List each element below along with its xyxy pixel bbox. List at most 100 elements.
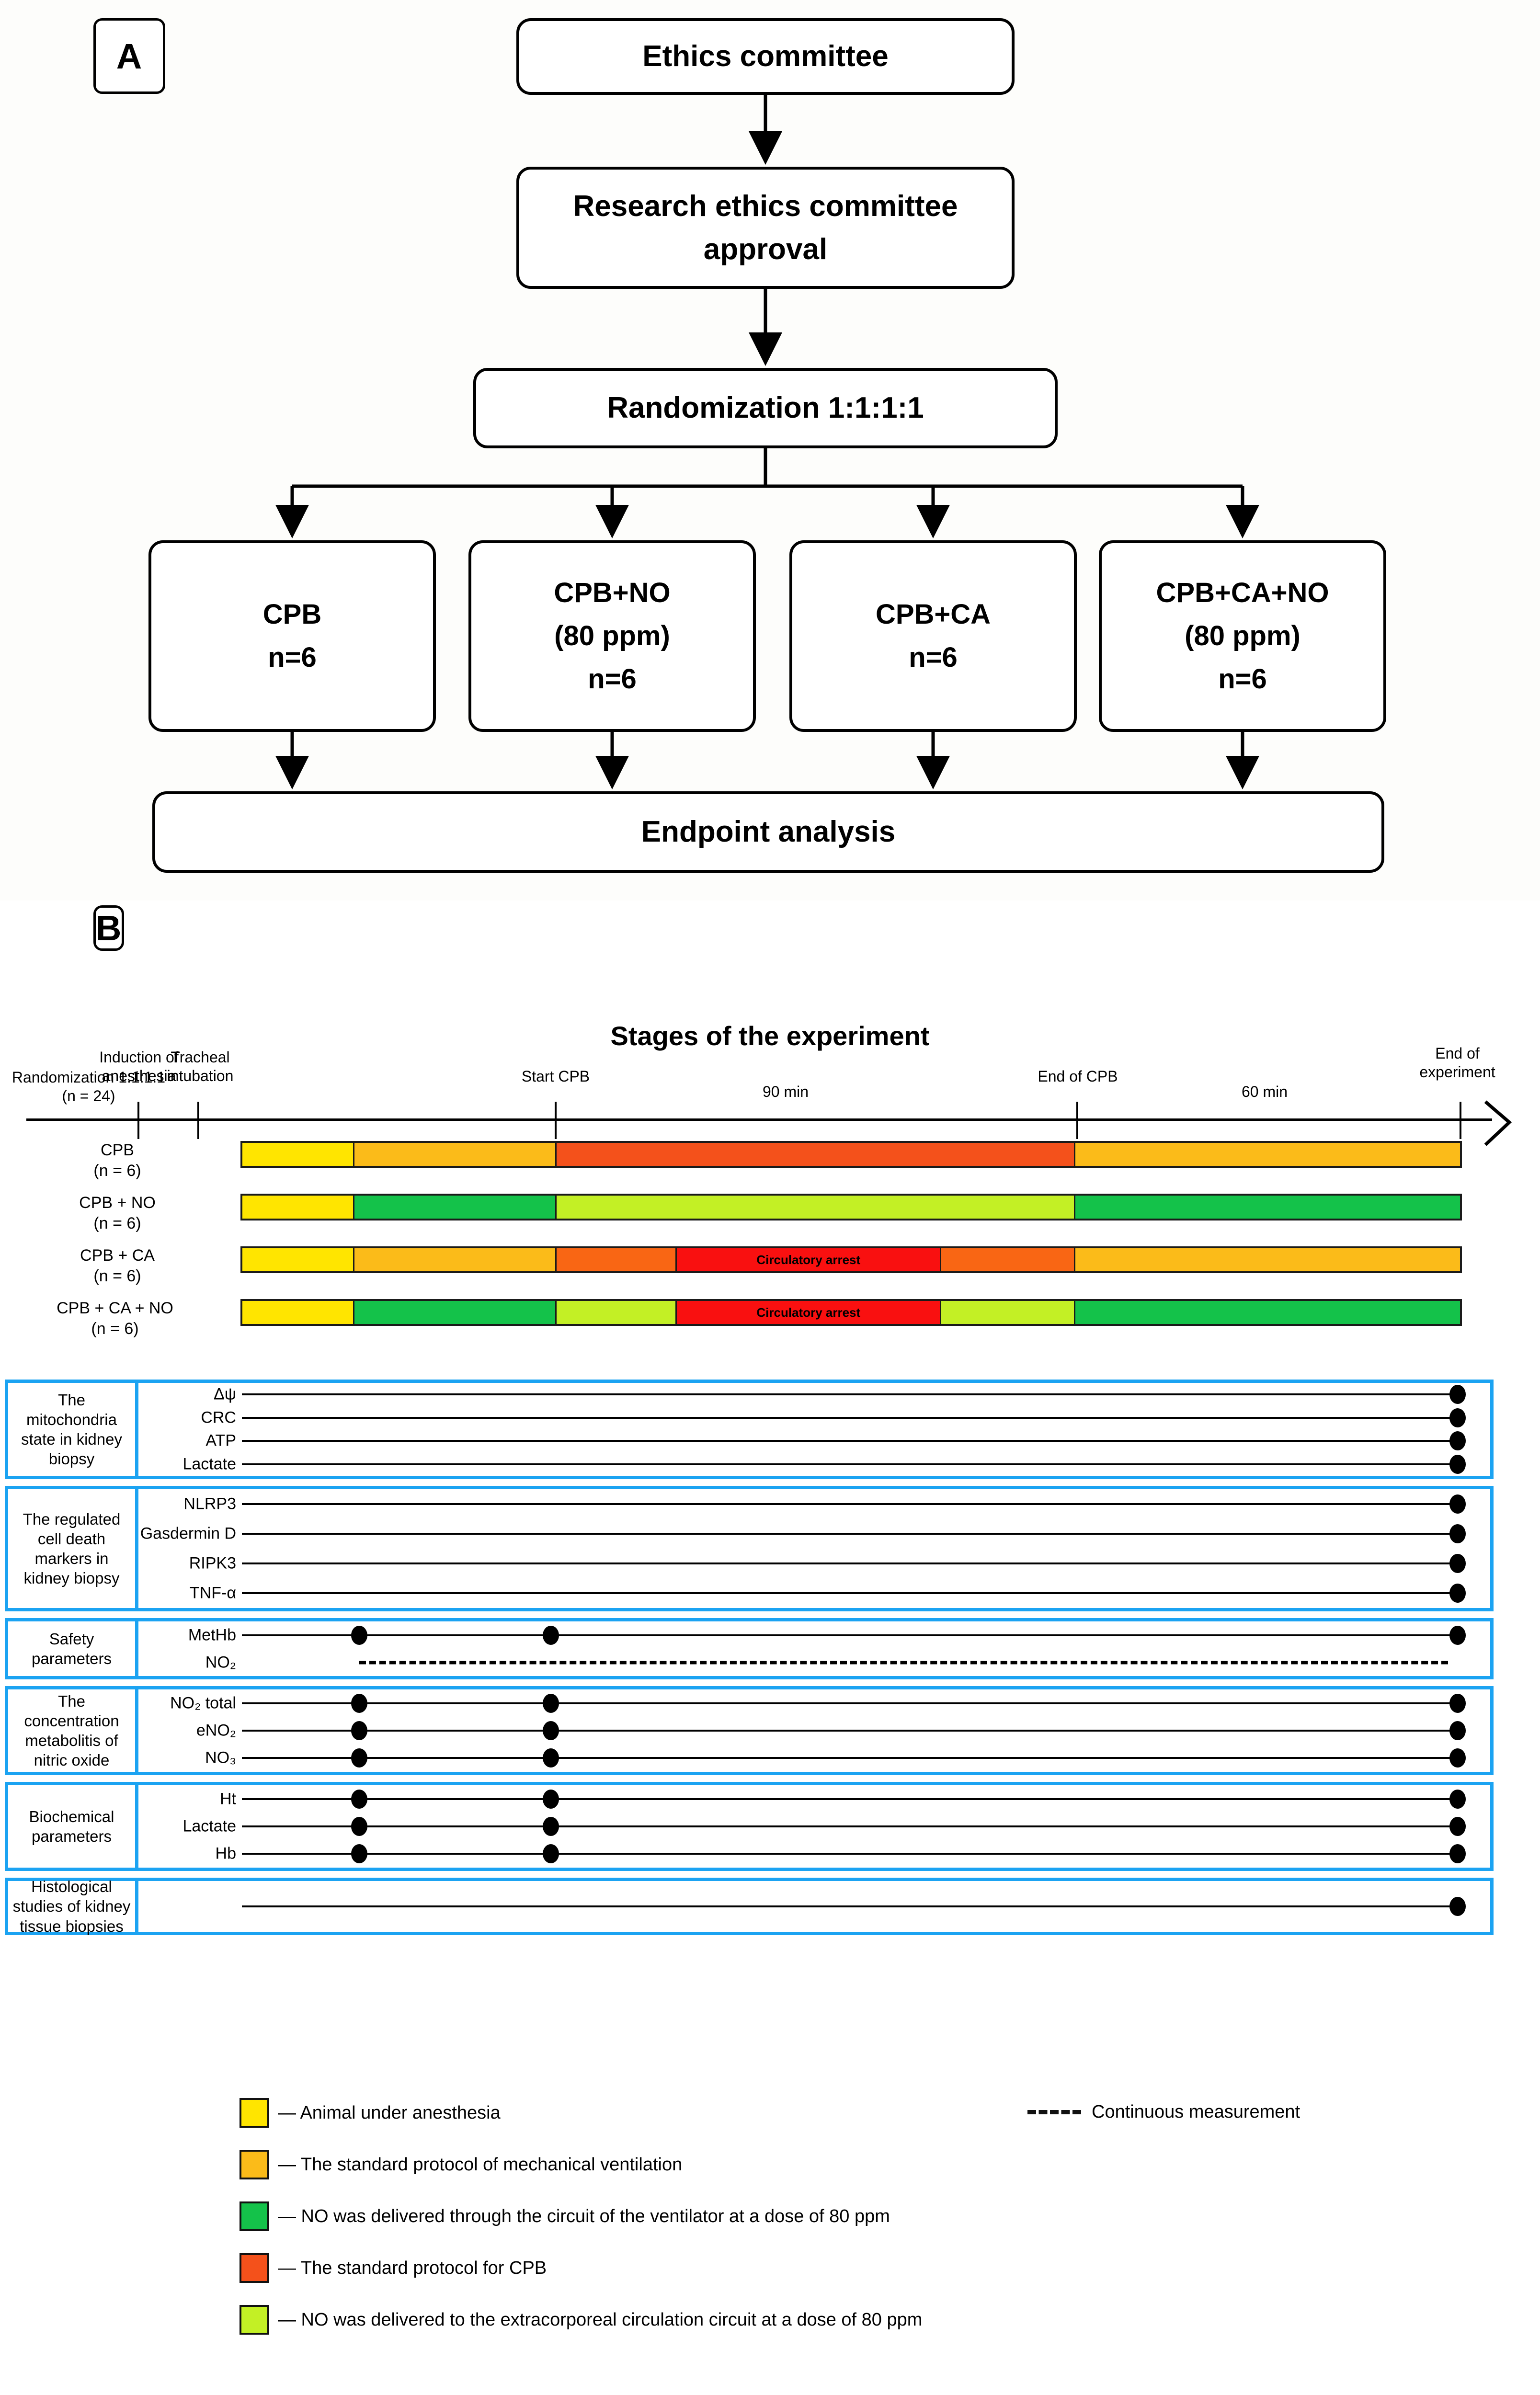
measurement-timepoint-dot xyxy=(1449,1897,1466,1916)
flowbox-endpoint-label: Endpoint analysis xyxy=(641,815,896,849)
measurement-row-label: CRC xyxy=(201,1408,236,1427)
measurement-line xyxy=(242,1440,1460,1442)
measurement-timepoint-dot xyxy=(1449,1524,1466,1543)
measurement-line xyxy=(242,1730,1460,1732)
timeline-label-end-cpb: End of CPB xyxy=(1038,1068,1118,1085)
measurement-timepoint-dot xyxy=(1449,1721,1466,1740)
measurement-row-label: MetHb xyxy=(188,1626,236,1644)
arm-line1: CPB+NO xyxy=(554,577,671,609)
flowbox-research-ethics-approval: Research ethics committee approval xyxy=(516,167,1015,289)
legend-item-3: — The standard protocol for CPB xyxy=(240,2253,547,2283)
measurement-block-title: The regulated cell death markers in kidn… xyxy=(8,1489,138,1608)
measurement-block: The concentration metabolitis of nitric … xyxy=(5,1686,1494,1775)
timeline-label-intubation: Tracheal intubation xyxy=(167,1049,234,1085)
measurement-row-label: Ht xyxy=(220,1790,236,1808)
flowbox-approval-line2: approval xyxy=(703,232,828,266)
measurement-block-title: Biochemical parameters xyxy=(8,1785,138,1868)
measurement-row-label: ATP xyxy=(205,1431,236,1450)
bar-segment-circulatory-arrest: Circulatory arrest xyxy=(677,1301,942,1324)
bar-segment xyxy=(354,1143,557,1166)
measurement-line xyxy=(242,1416,1460,1419)
arm-line3: n=6 xyxy=(588,663,637,695)
measurement-timepoint-dot xyxy=(1449,1385,1466,1404)
bar-segment xyxy=(1075,1196,1460,1219)
measurement-timepoint-dot xyxy=(1449,1625,1466,1645)
legend-text-2: — NO was delivered through the circuit o… xyxy=(278,2206,890,2226)
bar-segment xyxy=(941,1301,1075,1324)
measurement-timepoint-dot xyxy=(543,1844,559,1864)
bar-segment xyxy=(556,1143,1075,1166)
panel-a-connectors xyxy=(275,95,1259,789)
timeline-tick-intubation xyxy=(197,1102,199,1139)
group-label-cpb-ca-no: CPB + CA + NO (n = 6) xyxy=(57,1299,173,1338)
bar-segment xyxy=(242,1301,354,1324)
bar-segment xyxy=(242,1248,354,1271)
legend: — Animal under anesthesia — The standard… xyxy=(0,2093,1540,2342)
measurement-timepoint-dot xyxy=(1449,1454,1466,1474)
dashed-line-icon xyxy=(1027,2110,1081,2114)
bar-segment xyxy=(354,1301,557,1324)
legend-text-continuous: Continuous measurement xyxy=(1092,2102,1300,2122)
timeline-tick-end-experiment xyxy=(1460,1102,1461,1139)
legend-item-2: — NO was delivered through the circuit o… xyxy=(240,2201,890,2231)
study-arm-cpb-ca: CPB+CA n=6 xyxy=(789,540,1077,732)
measurement-timepoint-dot xyxy=(1449,1844,1466,1864)
measurement-line xyxy=(242,1905,1460,1907)
arm-line1: CPB+CA xyxy=(875,599,991,630)
arm-line2: n=6 xyxy=(909,642,958,673)
bar-segment-label: Circulatory arrest xyxy=(756,1305,861,1320)
bar-segment xyxy=(1075,1143,1460,1166)
flowbox-ethics-committee: Ethics committee xyxy=(516,18,1015,95)
measurement-timepoint-dot xyxy=(1449,1431,1466,1451)
flowbox-approval-line1: Research ethics committee xyxy=(573,189,958,223)
measurement-line xyxy=(242,1825,1460,1827)
timeline-bar-cpb-ca-no: Circulatory arrest xyxy=(240,1299,1462,1326)
arm-line3: n=6 xyxy=(1218,663,1267,695)
measurement-row-label: Hb xyxy=(215,1844,236,1863)
arm-line1: CPB xyxy=(262,599,322,630)
measurement-line xyxy=(242,1463,1460,1465)
timeline-label-60min: 60 min xyxy=(1241,1083,1288,1100)
study-arm-cpb-ca-no: CPB+CA+NO (80 ppm) n=6 xyxy=(1099,540,1386,732)
measurement-row-label: NO₂ total xyxy=(170,1694,236,1712)
bar-segment xyxy=(354,1196,557,1219)
legend-item-0: — Animal under anesthesia xyxy=(240,2098,501,2128)
bar-segment xyxy=(242,1143,354,1166)
measurement-block-title: The mitochondria state in kidney biopsy xyxy=(8,1383,138,1476)
measurement-row-label: NO₃ xyxy=(205,1748,236,1767)
timeline-label-start-cpb: Start CPB xyxy=(521,1068,590,1085)
measurement-timepoint-dot xyxy=(351,1721,367,1740)
legend-item-continuous: Continuous measurement xyxy=(1027,2102,1300,2122)
measurement-row-label: Δψ xyxy=(214,1385,236,1403)
group-label-cpb: CPB (n = 6) xyxy=(93,1141,141,1180)
measurement-block: Histological studies of kidney tissue bi… xyxy=(5,1878,1494,1935)
timeline-tick-end-cpb xyxy=(1076,1102,1078,1139)
measurement-timepoint-dot xyxy=(1449,1693,1466,1713)
bar-segment xyxy=(556,1196,1075,1219)
measurement-line xyxy=(242,1702,1460,1704)
legend-item-4: — NO was delivered to the extracorporeal… xyxy=(240,2305,922,2335)
measurement-line xyxy=(242,1562,1460,1564)
measurement-line xyxy=(242,1757,1460,1759)
panel-a-tag: A xyxy=(93,18,165,94)
measurement-block: The regulated cell death markers in kidn… xyxy=(5,1486,1494,1611)
measurement-row-label: RIPK3 xyxy=(189,1554,236,1573)
bar-segment xyxy=(556,1248,677,1271)
legend-text-4: — NO was delivered to the extracorporeal… xyxy=(278,2309,923,2330)
measurement-row-label: Gasdermin D xyxy=(140,1524,236,1543)
panel-a: A Ethics committee Research ethics commi… xyxy=(0,0,1540,901)
measurement-timepoint-dot xyxy=(1449,1494,1466,1514)
measurement-timepoint-dot xyxy=(351,1817,367,1836)
measurement-timepoint-dot xyxy=(351,1748,367,1768)
measurement-line xyxy=(242,1634,1460,1636)
study-arm-cpb-no: CPB+NO (80 ppm) n=6 xyxy=(468,540,756,732)
timeline-tick-start-cpb xyxy=(555,1102,557,1139)
flowbox-endpoint-analysis: Endpoint analysis xyxy=(152,791,1384,873)
timeline-label-90min: 90 min xyxy=(762,1083,809,1100)
timeline-label-end-experiment: End of experiment xyxy=(1419,1045,1495,1081)
legend-swatch-no-ecc xyxy=(240,2305,269,2335)
bar-segment-label: Circulatory arrest xyxy=(756,1252,861,1267)
measurement-timepoint-dot xyxy=(543,1721,559,1740)
